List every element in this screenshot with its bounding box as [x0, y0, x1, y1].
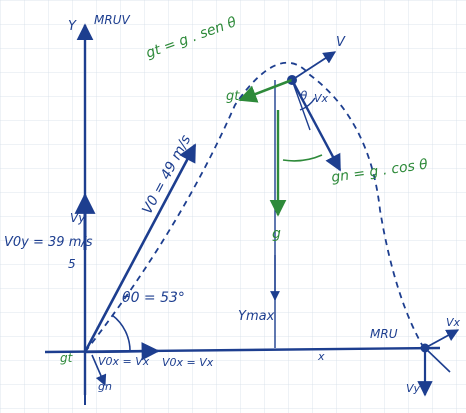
vx-right-label: Vx	[446, 316, 461, 329]
theta0-arc	[111, 314, 131, 353]
vx-apex-label: Vx	[314, 92, 329, 105]
vx-apex-guide	[291, 79, 311, 131]
theta-apex-arc	[299, 97, 316, 111]
y-axis-label: Y	[68, 19, 77, 34]
gn-origin-label: gn	[98, 380, 112, 393]
vy-small-label: Vy	[70, 211, 86, 225]
landing-guide	[424, 347, 451, 373]
gt-apex-label: gt	[226, 89, 240, 104]
vx-right-vector	[424, 329, 460, 349]
v0x-label: V0x = Vx	[162, 356, 214, 369]
x-axis-motion-label: MRU	[370, 327, 398, 341]
gt-apex-vector	[238, 78, 293, 103]
num-5-label: 5	[68, 257, 76, 271]
v0-vector	[83, 143, 197, 353]
theta-apex-label: θ	[300, 89, 308, 103]
gn-apex-vector	[290, 79, 342, 172]
trajectory-path	[84, 61, 426, 353]
gt-origin-label: gt	[60, 351, 74, 365]
v-apex-label: V	[336, 35, 346, 50]
gn-origin-vector	[91, 354, 107, 387]
theta0-label: θ0 = 53°	[122, 290, 185, 306]
vy-right-label: Vy	[406, 382, 421, 395]
v0x-origin-label: V0x = Vx	[98, 355, 150, 368]
ymax-label: Ymax	[238, 309, 275, 324]
v0x-vector	[84, 342, 160, 361]
g-label: g	[272, 226, 281, 242]
x-axis-label: x	[317, 350, 325, 363]
v0y-label: V0y = 39 m/s	[4, 235, 93, 250]
y-axis-motion-label: MRUV	[94, 13, 130, 27]
v-apex-vector	[291, 51, 337, 81]
theta-green-arc	[282, 154, 323, 162]
